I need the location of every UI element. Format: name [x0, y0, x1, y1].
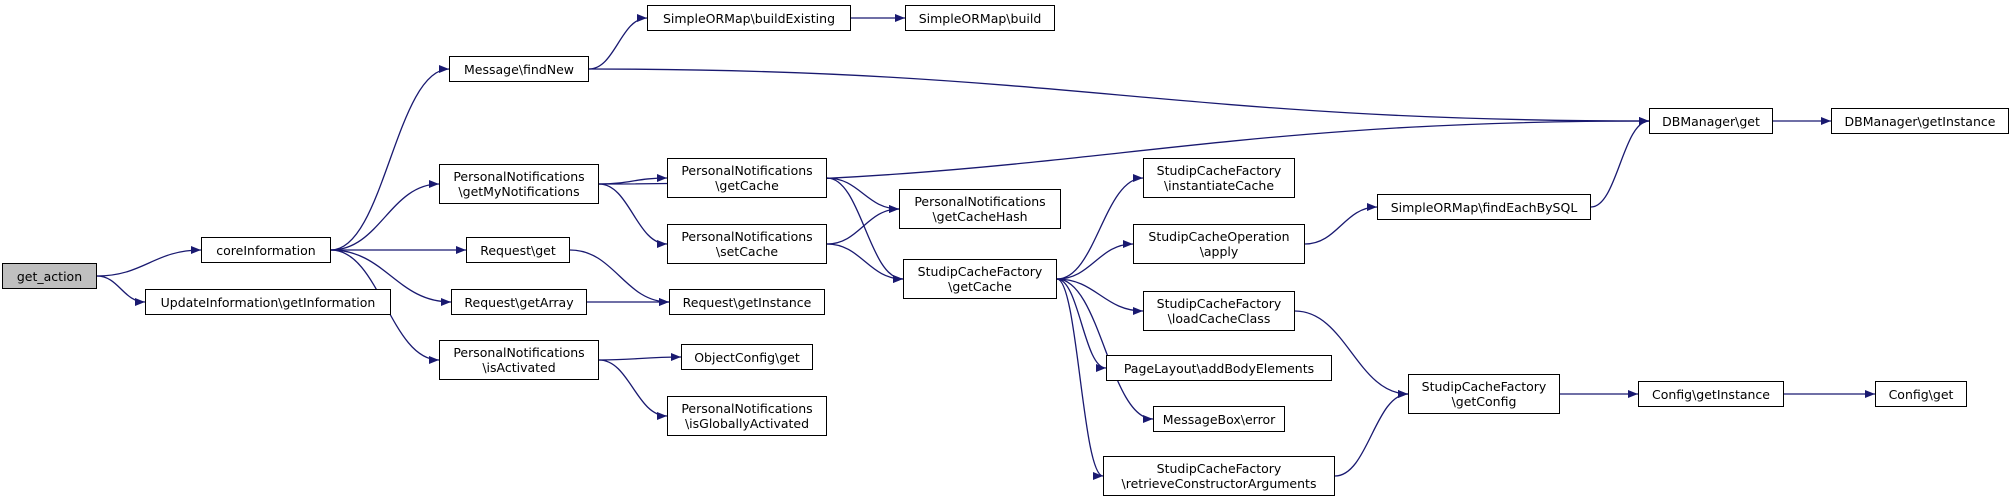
- node-get-action: get_action: [2, 263, 97, 289]
- node-objectconfig-get[interactable]: ObjectConfig\get: [681, 344, 813, 370]
- node-pagelayout-addbodyelements[interactable]: PageLayout\addBodyElements: [1106, 355, 1332, 381]
- edge-PersonalNotifications_getCache-to-PersonalNotifications_getCacheHash: [826, 177, 900, 213]
- edge-PersonalNotifications_getMyNotifications-to-PersonalNotifications_setCache: [598, 183, 668, 248]
- edge-StudipCacheFactory_getCache-to-StudipCacheFactory_retrieveConstructorArguments: [1056, 278, 1104, 480]
- node-config-get[interactable]: Config\get: [1875, 381, 1967, 407]
- node-core-information[interactable]: coreInformation: [201, 237, 331, 263]
- edge-StudipCacheFactory_loadCacheClass-to-StudipCacheFactory_getConfig: [1294, 310, 1409, 398]
- node-updateinformation-getinformation[interactable]: UpdateInformation\getInformation: [145, 289, 391, 315]
- edge-StudipCacheFactory_retrieveConstructorArguments-to-StudipCacheFactory_getConfig: [1334, 390, 1409, 477]
- node-config-getinstance[interactable]: Config\getInstance: [1638, 381, 1784, 407]
- node-message-findnew[interactable]: Message\findNew: [449, 56, 589, 82]
- edge-coreInformation-to-PersonalNotifications_getMyNotifications: [330, 180, 440, 251]
- node-request-getarray[interactable]: Request\getArray: [451, 289, 587, 315]
- edge-coreInformation-to-Request_getArray: [330, 249, 452, 306]
- edge-Request_get-to-Request_getInstance: [569, 249, 670, 306]
- node-request-get[interactable]: Request\get: [466, 237, 570, 263]
- edge-PersonalNotifications_getCache-to-StudipCacheFactory_getCache: [826, 177, 904, 283]
- node-personalnotifications-isgloballyactivated[interactable]: PersonalNotifications \isGloballyActivat…: [667, 396, 827, 436]
- node-request-getinstance[interactable]: Request\getInstance: [669, 289, 825, 315]
- node-studipcacheoperation-apply[interactable]: StudipCacheOperation \apply: [1133, 224, 1305, 264]
- edge-get_action-to-coreInformation: [96, 246, 202, 277]
- edge-StudipCacheFactory_getCache-to-PageLayout_addBodyElements: [1056, 278, 1107, 372]
- edge-StudipCacheFactory_getCache-to-StudipCacheFactory_instantiateCache: [1056, 174, 1144, 280]
- node-simpleormap-buildexisting[interactable]: SimpleORMap\buildExisting: [647, 5, 851, 31]
- edge-coreInformation-to-Message_findNew: [330, 65, 450, 251]
- edge-StudipCacheFactory_getCache-to-MessageBox_error: [1056, 278, 1154, 423]
- node-simpleormap-findeachbysql[interactable]: SimpleORMap\findEachBySQL: [1377, 194, 1591, 220]
- edge-Message_findNew-to-DBManager_get: [588, 68, 1650, 125]
- node-studipcachefactory-instantiatecache[interactable]: StudipCacheFactory \instantiateCache: [1143, 158, 1295, 198]
- edge-StudipCacheOperation_apply-to-SimpleORMap_findEachBySQL: [1304, 203, 1378, 245]
- edge-StudipCacheFactory_getCache-to-StudipCacheOperation_apply: [1056, 240, 1134, 280]
- edge-StudipCacheFactory_getCache-to-StudipCacheFactory_loadCacheClass: [1056, 278, 1144, 315]
- edge-SimpleORMap_findEachBySQL-to-DBManager_get: [1590, 117, 1650, 208]
- node-personalnotifications-setcache[interactable]: PersonalNotifications \setCache: [667, 224, 827, 264]
- edge-PersonalNotifications_getMyNotifications-to-PersonalNotifications_getCache: [598, 174, 668, 185]
- node-dbmanager-get[interactable]: DBManager\get: [1649, 108, 1773, 134]
- edge-get_action-to-UpdateInformation_getInformation: [96, 275, 146, 306]
- edge-PersonalNotifications_isActivated-to-PersonalNotifications_isGloballyActivated: [598, 359, 668, 420]
- node-studipcachefactory-loadcacheclass[interactable]: StudipCacheFactory \loadCacheClass: [1143, 291, 1295, 331]
- node-personalnotifications-getcachehash[interactable]: PersonalNotifications \getCacheHash: [899, 189, 1061, 229]
- edge-Message_findNew-to-SimpleORMap_buildExisting: [588, 14, 648, 70]
- node-personalnotifications-getmynotifications[interactable]: PersonalNotifications \getMyNotification…: [439, 164, 599, 204]
- edge-PersonalNotifications_setCache-to-PersonalNotifications_getCacheHash: [826, 205, 900, 245]
- edge-PersonalNotifications_isActivated-to-ObjectConfig_get: [598, 353, 682, 362]
- node-studipcachefactory-getconfig[interactable]: StudipCacheFactory \getConfig: [1408, 374, 1560, 414]
- edge-PersonalNotifications_setCache-to-StudipCacheFactory_getCache: [826, 243, 904, 283]
- node-messagebox-error[interactable]: MessageBox\error: [1153, 406, 1285, 432]
- node-studipcachefactory-getcache[interactable]: StudipCacheFactory \getCache: [903, 259, 1057, 299]
- node-simpleormap-build[interactable]: SimpleORMap\build: [905, 5, 1055, 31]
- node-studipcachefactory-retrieveconstructorarguments[interactable]: StudipCacheFactory \retrieveConstructorA…: [1103, 456, 1335, 496]
- node-personalnotifications-isactivated[interactable]: PersonalNotifications \isActivated: [439, 340, 599, 380]
- node-personalnotifications-getcache[interactable]: PersonalNotifications \getCache: [667, 158, 827, 198]
- node-dbmanager-getinstance[interactable]: DBManager\getInstance: [1831, 108, 2009, 134]
